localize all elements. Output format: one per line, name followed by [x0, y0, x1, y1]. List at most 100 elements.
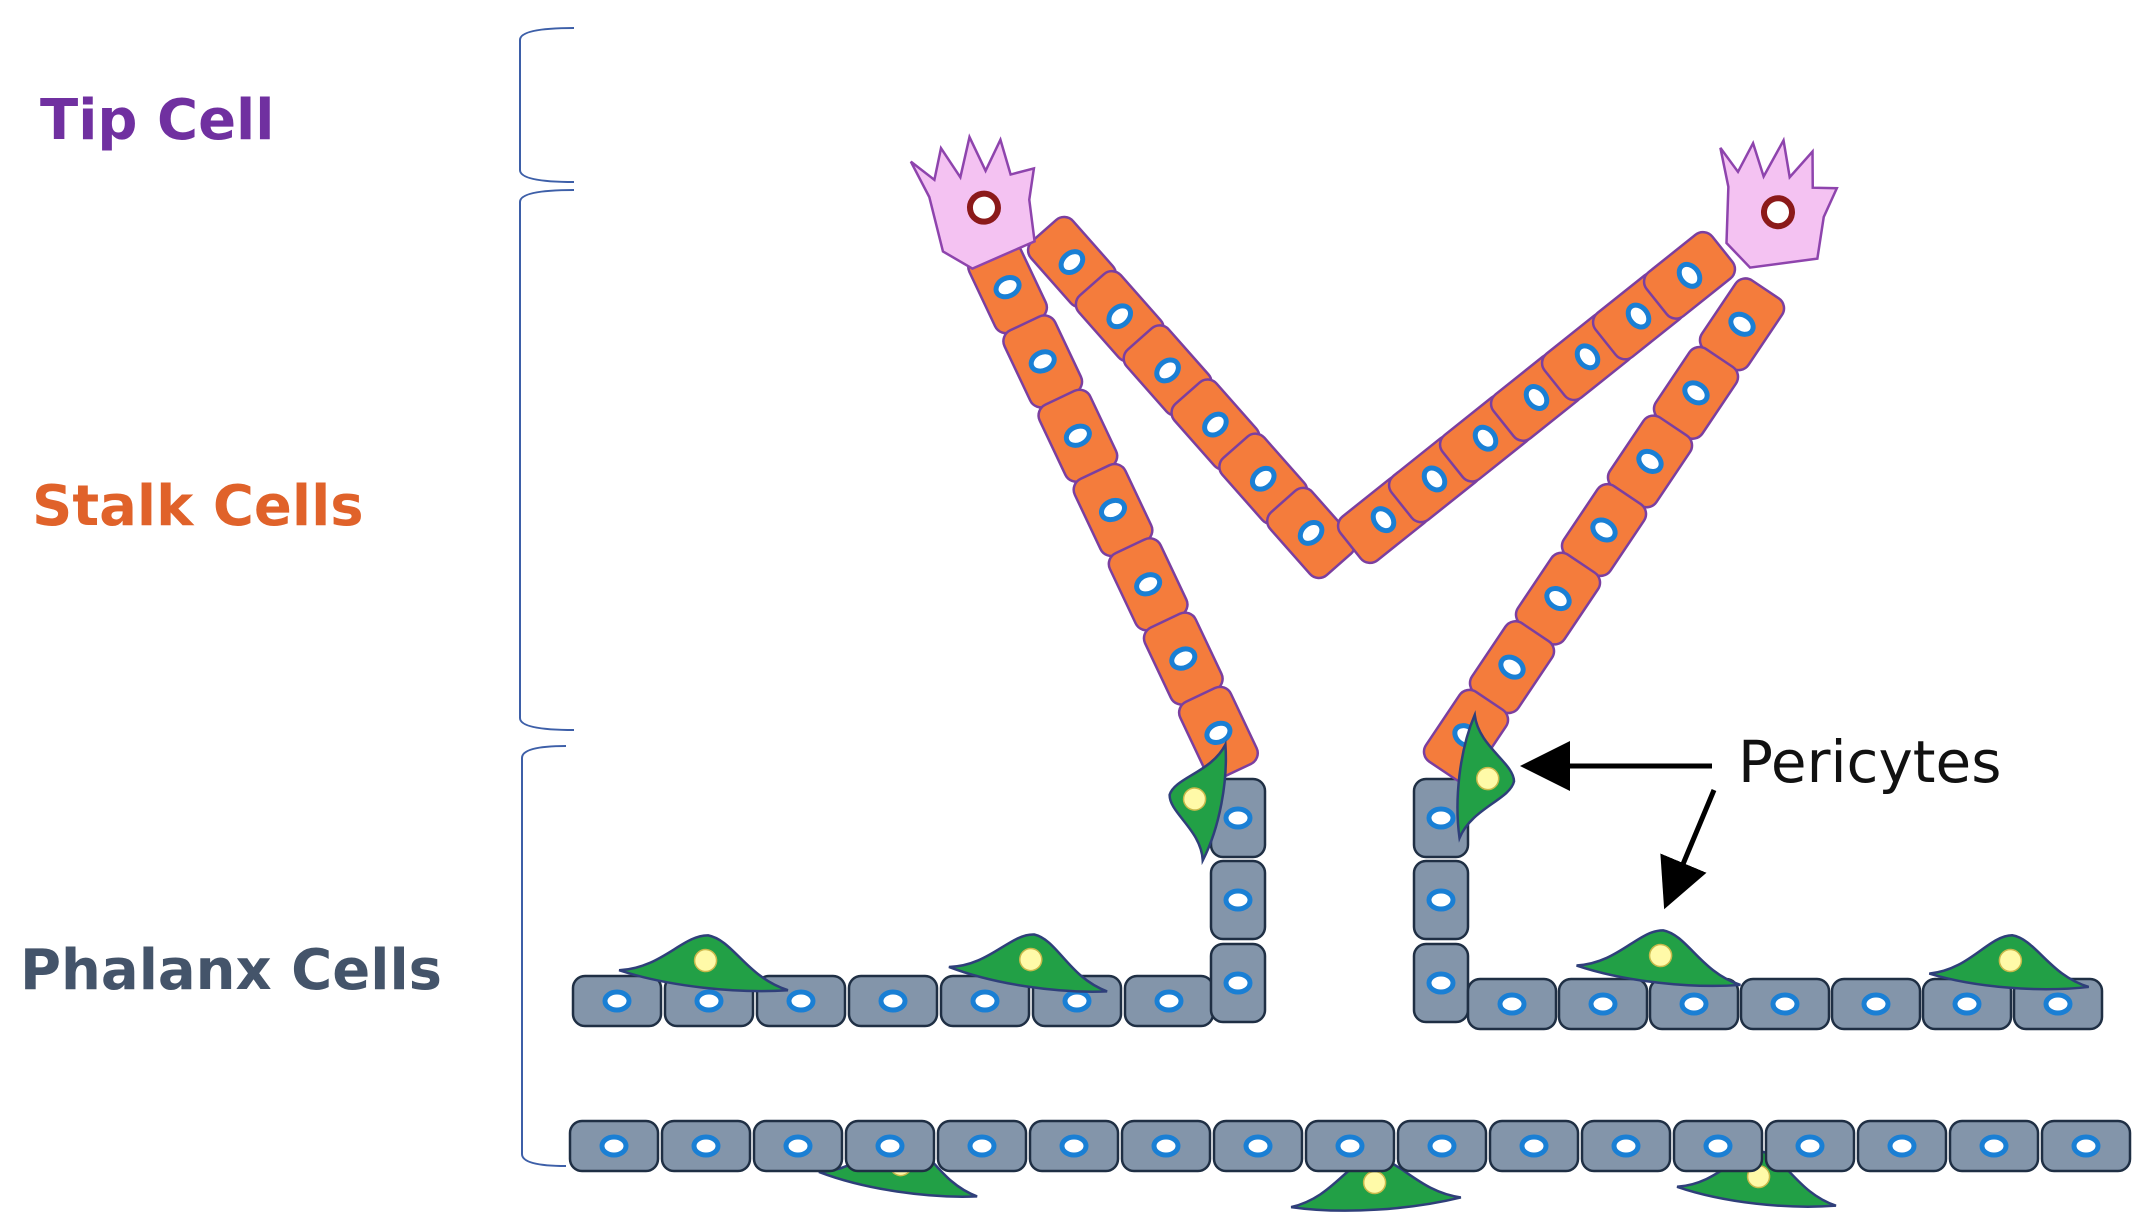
top-pericytes: [618, 710, 2090, 993]
bottom-vessel-cell-2-nucleus: [691, 1134, 721, 1158]
tip-bracket: [519, 27, 575, 183]
right-upper-cell-1-nucleus: [1497, 992, 1527, 1016]
pericyte-left-1-nucleus: [693, 948, 718, 973]
upper-vessel: [571, 777, 2104, 1031]
bottom-vessel-cell-7-nucleus: [1151, 1134, 1181, 1158]
right-upper-cell-2: [1557, 977, 1649, 1031]
stalk-left-outer-7: [1177, 685, 1259, 781]
stalk-right-outer-6-nucleus: [1498, 654, 1526, 680]
left-upper-cell-5: [939, 974, 1031, 1028]
phalanx-cells-label: Phalanx Cells: [20, 938, 442, 1003]
stalk-right-inner-2-nucleus: [1421, 465, 1448, 493]
bottom-vessel-cell-5-nucleus: [967, 1134, 997, 1158]
stalk-right-outer-4: [1560, 482, 1648, 578]
bottom-vessel-cell-1-nucleus: [599, 1134, 629, 1158]
left-upper-cell-7: [1123, 974, 1215, 1028]
pericyte-bottom-2: [1290, 1156, 1462, 1212]
bottom-vessel-cell-10: [1396, 1119, 1488, 1173]
stalk-right-outer-4-nucleus: [1590, 517, 1618, 543]
right-upper-cell-6: [1921, 977, 2013, 1031]
stalk-left-inner-6-nucleus: [1297, 519, 1325, 546]
stalk-left-outer-1-nucleus: [993, 275, 1022, 300]
left-upper-cell-4-nucleus: [878, 989, 908, 1013]
brackets: [519, 27, 575, 1167]
tip-cell-left: [909, 133, 1036, 270]
pericyte-left-2-nucleus: [1019, 947, 1043, 972]
right-vertical-cell-3: [1412, 777, 1470, 859]
bottom-vessel-cell-5: [936, 1119, 1028, 1173]
bottom-vessel-cell-11: [1488, 1119, 1580, 1173]
bottom-vessel-cell-17: [2040, 1119, 2132, 1173]
stalk-right-inner-3-nucleus: [1472, 424, 1499, 452]
right-vertical-cell-2-nucleus: [1426, 888, 1456, 912]
tip-cell-right-nucleus: [1760, 195, 1795, 230]
bottom-vessel-cell-9: [1304, 1119, 1396, 1173]
stalk-right-inner-6-nucleus: [1625, 302, 1652, 330]
bottom-vessel-cell-1: [568, 1119, 660, 1173]
right-upper-cell-1: [1466, 977, 1558, 1031]
bottom-vessel-cell-4: [844, 1119, 936, 1173]
pericyte-right-1-nucleus: [1648, 943, 1673, 968]
right-vertical-cell-2: [1412, 859, 1470, 941]
arrow-to-surface-pericyte: [1660, 789, 1717, 910]
bottom-vessel-cell-3: [752, 1119, 844, 1173]
bottom-vessel-cell-9-nucleus: [1335, 1134, 1365, 1158]
pericyte-right-2-nucleus: [1998, 948, 2023, 973]
bottom-vessel-cell-6-nucleus: [1059, 1134, 1089, 1158]
left-upper-cell-3-nucleus: [786, 989, 816, 1013]
stalk-left-outer-6: [1142, 611, 1224, 706]
stalk-right-inner-4-nucleus: [1523, 384, 1550, 411]
stalk-left-inner-6: [1265, 486, 1357, 580]
bottom-vessel-cell-6: [1028, 1119, 1120, 1173]
stalk-left-outer-6-nucleus: [1169, 646, 1198, 671]
right-upper-cell-5-nucleus: [1861, 992, 1891, 1016]
stalk-right-inner-7-nucleus: [1676, 261, 1703, 289]
stalk-cells-label: Stalk Cells: [32, 474, 364, 539]
stalk-right-outer-2: [1652, 345, 1740, 440]
right-upper-cell-4-nucleus: [1770, 992, 1800, 1016]
stalk-right-outer-3-nucleus: [1636, 448, 1664, 474]
right-vertical-cell-3-nucleus: [1426, 806, 1456, 830]
phalanx-bracket: [521, 745, 567, 1167]
left-vertical-cell-3-nucleus: [1223, 806, 1253, 830]
right-upper-cell-4: [1739, 977, 1831, 1031]
stalk-left-inner-3-nucleus: [1154, 357, 1181, 384]
bottom-vessel-cell-11-nucleus: [1519, 1134, 1549, 1158]
tip-cell-right: [1719, 136, 1839, 269]
left-vertical-cell-1: [1209, 942, 1267, 1024]
stalk-cells: [967, 215, 1786, 783]
right-vertical-cell-1: [1412, 942, 1470, 1024]
bottom-vessel-cell-16-nucleus: [1979, 1134, 2009, 1158]
tip-cells: [909, 133, 1839, 270]
right-upper-cell-6-nucleus: [1952, 992, 1982, 1016]
bottom-vessel-cell-16: [1948, 1119, 2040, 1173]
bottom-vessel-cell-13: [1672, 1119, 1764, 1173]
stalk-right-inner-5-nucleus: [1574, 343, 1601, 371]
pericyte-left-vertical-nucleus: [1182, 787, 1207, 811]
stalk-right-inner-7: [1642, 230, 1737, 320]
bottom-vessel-cell-17-nucleus: [2071, 1134, 2101, 1158]
bottom-vessel-cell-15: [1856, 1119, 1948, 1173]
left-upper-cell-6-nucleus: [1062, 989, 1092, 1013]
pericyte-right-2: [1928, 934, 2090, 991]
bottom-vessel-cell-14: [1764, 1119, 1856, 1173]
right-vertical-cell-1-nucleus: [1426, 971, 1456, 995]
bottom-vessel-cell-2: [660, 1119, 752, 1173]
right-upper-cell-7-nucleus: [2043, 992, 2073, 1016]
stalk-left-outer-4-nucleus: [1098, 497, 1128, 523]
pericyte-left-2: [948, 933, 1108, 993]
pericytes-label: Pericytes: [1738, 728, 2002, 796]
tip-cell-left-nucleus: [966, 190, 1001, 225]
pericyte-left-vertical: [1168, 739, 1228, 866]
stalk-left-outer-7-nucleus: [1204, 720, 1233, 745]
stalk-right-outer-1: [1698, 277, 1786, 372]
stalk-left-inner-1-nucleus: [1058, 249, 1086, 276]
bottom-vessel-cell-12-nucleus: [1611, 1134, 1641, 1158]
left-upper-cell-1-nucleus: [602, 989, 632, 1013]
left-upper-cell-2-nucleus: [694, 989, 724, 1013]
bottom-vessel-cell-8: [1212, 1119, 1304, 1173]
stalk-right-outer-3: [1606, 414, 1694, 509]
stalk-bracket: [519, 189, 575, 731]
stalk-left-inner-5-nucleus: [1249, 465, 1277, 492]
left-upper-cell-7-nucleus: [1154, 989, 1184, 1013]
